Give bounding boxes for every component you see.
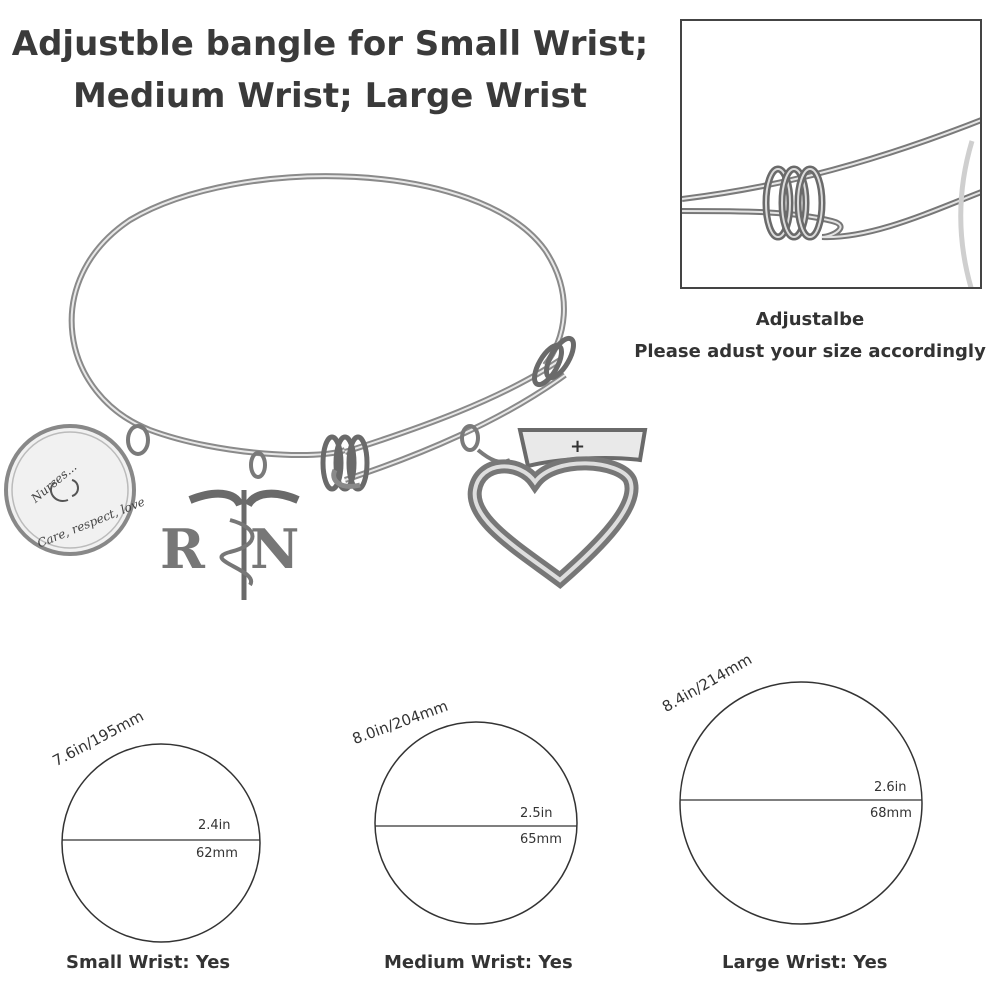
- small-diameter-in: 2.4in: [198, 818, 231, 833]
- rn-letter-r: R: [160, 517, 206, 581]
- medium-diameter-in: 2.5in: [520, 806, 553, 821]
- heart-icon: [467, 456, 639, 590]
- coil-rings: [762, 165, 826, 241]
- heart-nurse-cap-charm: +: [460, 424, 648, 590]
- round-disc-charm: Nurses... Care, respect, love: [4, 424, 150, 556]
- clasp-detail-caption: Adjustalbe Please adust your size accord…: [620, 304, 1000, 368]
- left-clasp-coils: [320, 434, 370, 492]
- small-wrist-circle: [61, 743, 261, 943]
- right-clasp-coils: [532, 335, 576, 388]
- medium-diameter-mm: 65mm: [520, 832, 562, 847]
- medium-wrist-caption: Medium Wrist: Yes: [384, 952, 573, 973]
- large-wrist-caption: Large Wrist: Yes: [722, 952, 888, 973]
- adjustable-clasp-closeup: [682, 117, 980, 287]
- stethoscope-icon: [49, 479, 79, 502]
- wings-icon: [188, 489, 300, 508]
- clasp-detail-frame: [680, 19, 982, 289]
- headline-line-1: Adjustble bangle for Small Wrist;: [11, 24, 649, 64]
- rn-caduceus-charm: R N: [160, 451, 300, 600]
- headline-line-2: Medium Wrist; Large Wrist: [72, 76, 588, 116]
- adjustable-label: Adjustalbe: [755, 309, 865, 330]
- large-diameter-in: 2.6in: [874, 780, 907, 795]
- small-wrist-caption: Small Wrist: Yes: [66, 952, 231, 973]
- rn-letter-n: N: [250, 517, 299, 581]
- medium-wrist-circle: [374, 721, 578, 925]
- large-diameter-mm: 68mm: [870, 806, 912, 821]
- headline: Adjustble bangle for Small Wrist; Medium…: [0, 18, 660, 122]
- bangle-bracelet-photo: Nurses... Care, respect, love R N +: [4, 173, 648, 600]
- snake-icon: [219, 518, 255, 587]
- svg-text:+: +: [570, 436, 585, 457]
- adjust-instruction: Please adust your size accordingly: [634, 341, 986, 362]
- small-diameter-mm: 62mm: [196, 846, 238, 861]
- large-wrist-circle: [679, 681, 923, 925]
